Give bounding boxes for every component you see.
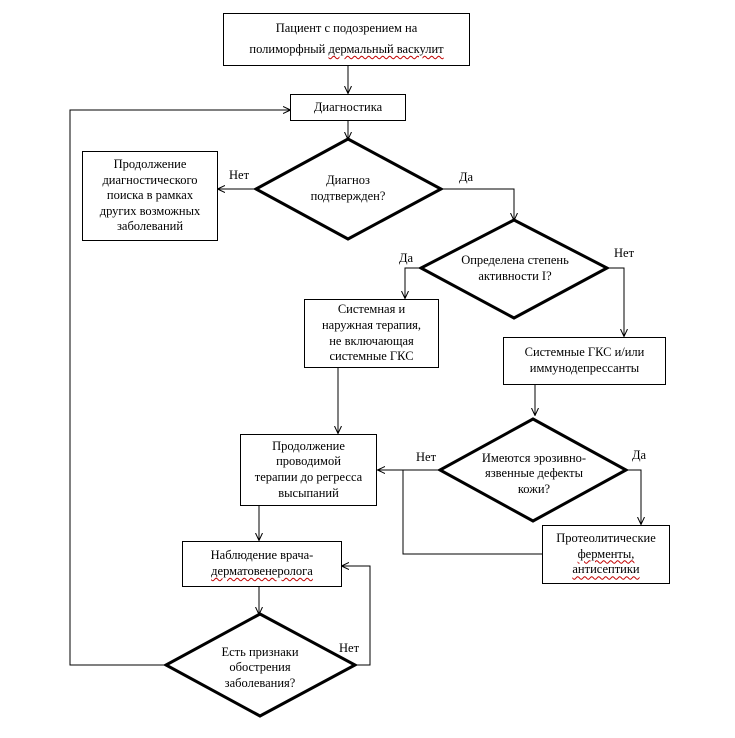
observation-line-1: Наблюдение врача- (210, 548, 314, 563)
label-confirmed-yes: Да (459, 170, 474, 184)
start-line-2b: дермальный васкулит (328, 42, 444, 56)
diagnosis-confirmed-line-1: Диагноз (326, 173, 370, 188)
edge-activity-yes-to-systemic-therapy (405, 267, 421, 298)
activity-defined-line-1: Определена степень (461, 253, 569, 268)
continue-therapy-line-2: проводимой (276, 454, 341, 469)
label-activity-no: Нет (614, 246, 635, 260)
continue-therapy-line-3: терапии до регресса (254, 470, 363, 484)
continue-therapy-node: Продолжение проводимой терапии до регрес… (240, 434, 377, 506)
edge-decision-to-activity (441, 188, 514, 220)
exacerbation-line-2: обострения (229, 660, 291, 675)
decision-diagnosis-confirmed (252, 137, 445, 241)
edge-exacerbation-yes-to-diagnostics (69, 110, 290, 666)
start-node: Пациент с подозрением на полиморфный дер… (223, 13, 470, 66)
diagnostics-node: Диагностика (290, 94, 406, 121)
edge-exacerbation-no-to-observation (342, 566, 371, 666)
erosive-line-1: Имеются эрозивно- (481, 450, 587, 465)
systemic-external-line-4: системные ГКС (329, 349, 414, 364)
proteolytic-line-2: ферменты, (577, 546, 635, 561)
systemic-external-line-1: Системная и (337, 302, 406, 317)
continue-search-line-2: диагностического (102, 172, 198, 187)
systemic-external-line-2: наружная терапия, (321, 317, 422, 332)
diagnosis-confirmed-text: Диагноз подтвержден? (281, 167, 415, 211)
label-exacerbation-no: Нет (339, 641, 360, 655)
exacerbation-line-3: заболевания? (224, 675, 296, 690)
label-erosive-no: Нет (416, 450, 437, 464)
start-line-2a: полиморфный (249, 42, 329, 56)
label-activity-yes: Да (399, 251, 414, 265)
continue-search-line-5: заболеваний (116, 219, 184, 234)
activity-defined-text: Определена степень активности I? (440, 247, 590, 291)
label-confirmed-no: Нет (229, 168, 250, 182)
exacerbation-text: Есть признаки обострения заболевания? (190, 640, 330, 696)
proteolytic-node: Протеолитические ферменты, антисептики (542, 525, 670, 584)
continue-search-node: Продолжение диагностического поиска в ра… (82, 151, 218, 241)
systemic-gks-line-1: Системные ГКС и/или (524, 345, 645, 360)
decision-erosive-defects (436, 417, 630, 523)
decision-activity-defined (417, 218, 611, 320)
diagnosis-confirmed-line-2: подтвержден? (310, 189, 386, 203)
label-erosive-yes: Да (632, 448, 647, 462)
continue-search-line-1: Продолжение (113, 156, 187, 171)
systemic-gks-node: Системные ГКС и/или иммунодепрессанты (503, 337, 666, 385)
proteolytic-line-1: Протеолитические (556, 531, 656, 546)
observation-line-2: дерматовенеролога (211, 564, 313, 578)
erosive-line-2: язвенные дефекты (485, 466, 583, 481)
continue-therapy-line-4: высыпаний (278, 485, 339, 500)
edge-activity-no-to-systemic-gks (607, 267, 624, 336)
erosive-defects-text: Имеются эрозивно- язвенные дефекты кожи? (464, 446, 604, 502)
systemic-external-therapy-node: Системная и наружная терапия, не включаю… (304, 299, 439, 368)
erosive-line-3: кожи? (517, 481, 551, 496)
edge-erosive-yes-to-proteolytic (626, 469, 641, 524)
proteolytic-line-3: антисептики (572, 562, 640, 577)
continue-search-line-3: поиска в рамках (106, 188, 194, 203)
diagnostics-label: Диагностика (313, 99, 383, 114)
systemic-external-line-3: не включающая (329, 333, 414, 348)
edge-proteolytic-return (402, 470, 542, 555)
decision-exacerbation (162, 612, 359, 718)
continue-therapy-line-1: Продолжение (272, 438, 345, 453)
continue-search-line-4: других возможных (99, 203, 201, 218)
observation-node: Наблюдение врача- дерматовенеролога (182, 541, 342, 587)
start-line-1: Пациент с подозрением на (275, 21, 418, 36)
exacerbation-line-1: Есть признаки (221, 644, 299, 659)
activity-defined-line-2: активности I? (478, 269, 552, 283)
start-line-2: полиморфный дермальный васкулит (249, 42, 443, 58)
systemic-gks-line-2: иммунодепрессанты (529, 361, 640, 375)
